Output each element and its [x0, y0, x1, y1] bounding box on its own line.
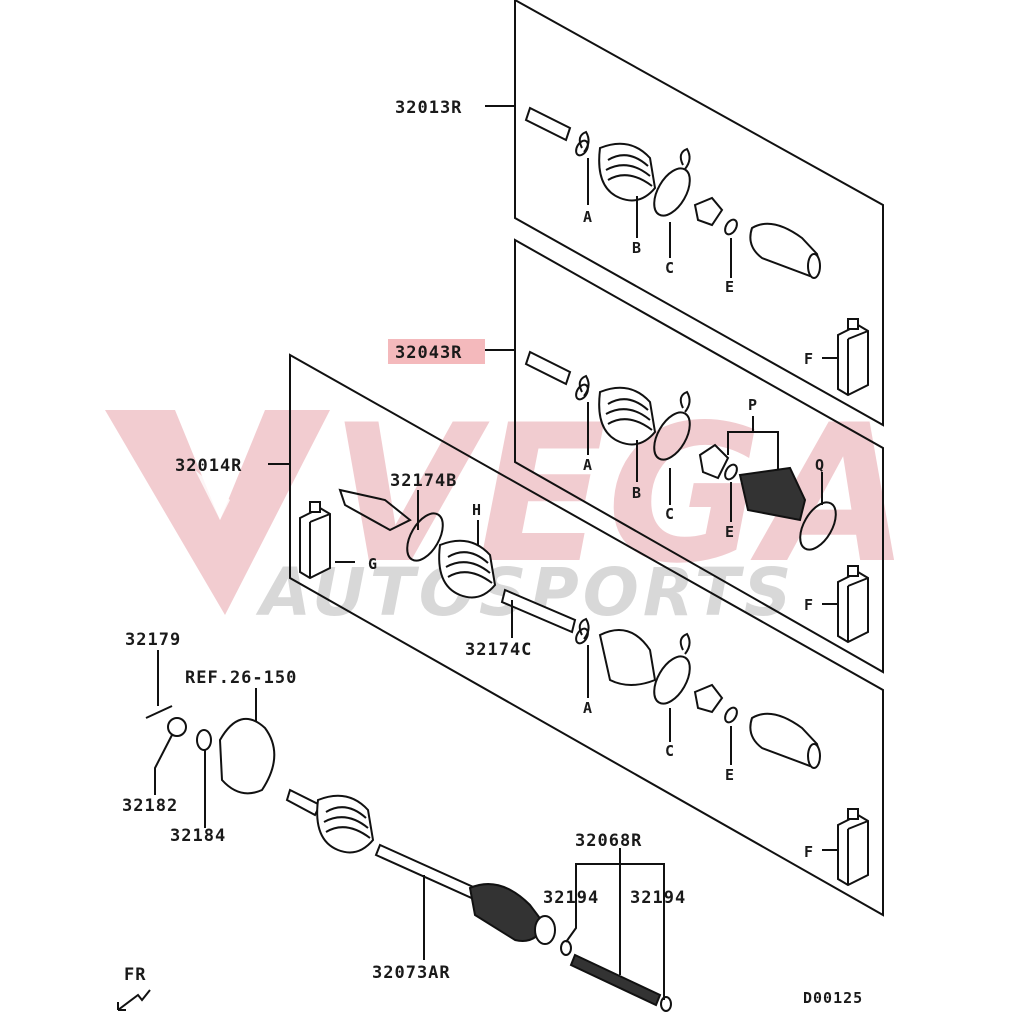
panel-1-parts: [525, 107, 869, 396]
letter-c: C: [665, 505, 675, 523]
hub-nut: [167, 717, 187, 737]
letter-q: Q: [815, 456, 825, 474]
letter-b: B: [632, 239, 642, 257]
letter-p: P: [748, 396, 758, 414]
stub-shaft: [569, 953, 662, 1007]
label-32184[interactable]: 32184: [170, 826, 226, 846]
label-32174C[interactable]: 32174C: [465, 640, 532, 660]
label-32073AR[interactable]: 32073AR: [372, 963, 451, 983]
letter-e: E: [725, 523, 735, 541]
label-32013R[interactable]: 32013R: [395, 98, 462, 118]
letter-c: C: [665, 259, 675, 277]
loose-parts: [145, 705, 672, 1012]
leader-lines: [154, 105, 838, 1000]
letter-b: B: [632, 484, 642, 502]
letter-g: G: [368, 555, 378, 573]
hub: [218, 718, 276, 795]
panel-3-parts: [299, 488, 869, 886]
direction-label: FR: [124, 965, 146, 985]
watermark-tagline: AUTOSPORTS: [255, 554, 795, 631]
letter-a: A: [583, 456, 593, 474]
highlight-box: [388, 339, 485, 364]
label-32182[interactable]: 32182: [122, 796, 178, 816]
washer: [196, 729, 212, 751]
letter-f: F: [804, 596, 814, 614]
letter-f: F: [804, 350, 814, 368]
letter-a: A: [583, 699, 593, 717]
label-32179[interactable]: 32179: [125, 630, 181, 650]
letter-e: E: [725, 278, 735, 296]
panel-inner-kit: [514, 238, 884, 674]
letter-f: F: [804, 843, 814, 861]
label-32014R[interactable]: 32014R: [175, 456, 242, 476]
label-32194-left[interactable]: 32194: [543, 888, 599, 908]
label-32174B[interactable]: 32174B: [390, 471, 457, 491]
drive-shaft: [374, 843, 482, 902]
label-32194-right[interactable]: 32194: [630, 888, 686, 908]
panel-outer-kit: [514, 0, 884, 427]
diagram-code: D00125: [803, 989, 863, 1007]
label-32068R[interactable]: 32068R: [575, 831, 642, 851]
brand-logo-icon: [105, 410, 330, 615]
letter-c: C: [665, 742, 675, 760]
label-ref-26-150[interactable]: REF.26-150: [185, 668, 297, 688]
label-32043R[interactable]: 32043R: [395, 343, 462, 363]
split-pin: [145, 705, 173, 719]
letter-a: A: [583, 208, 593, 226]
front-arrow-icon: [117, 989, 151, 1011]
letter-h: H: [472, 501, 482, 519]
letter-e: E: [725, 766, 735, 784]
panel-full-kit: [289, 353, 884, 917]
panel-2-parts: [525, 351, 869, 643]
